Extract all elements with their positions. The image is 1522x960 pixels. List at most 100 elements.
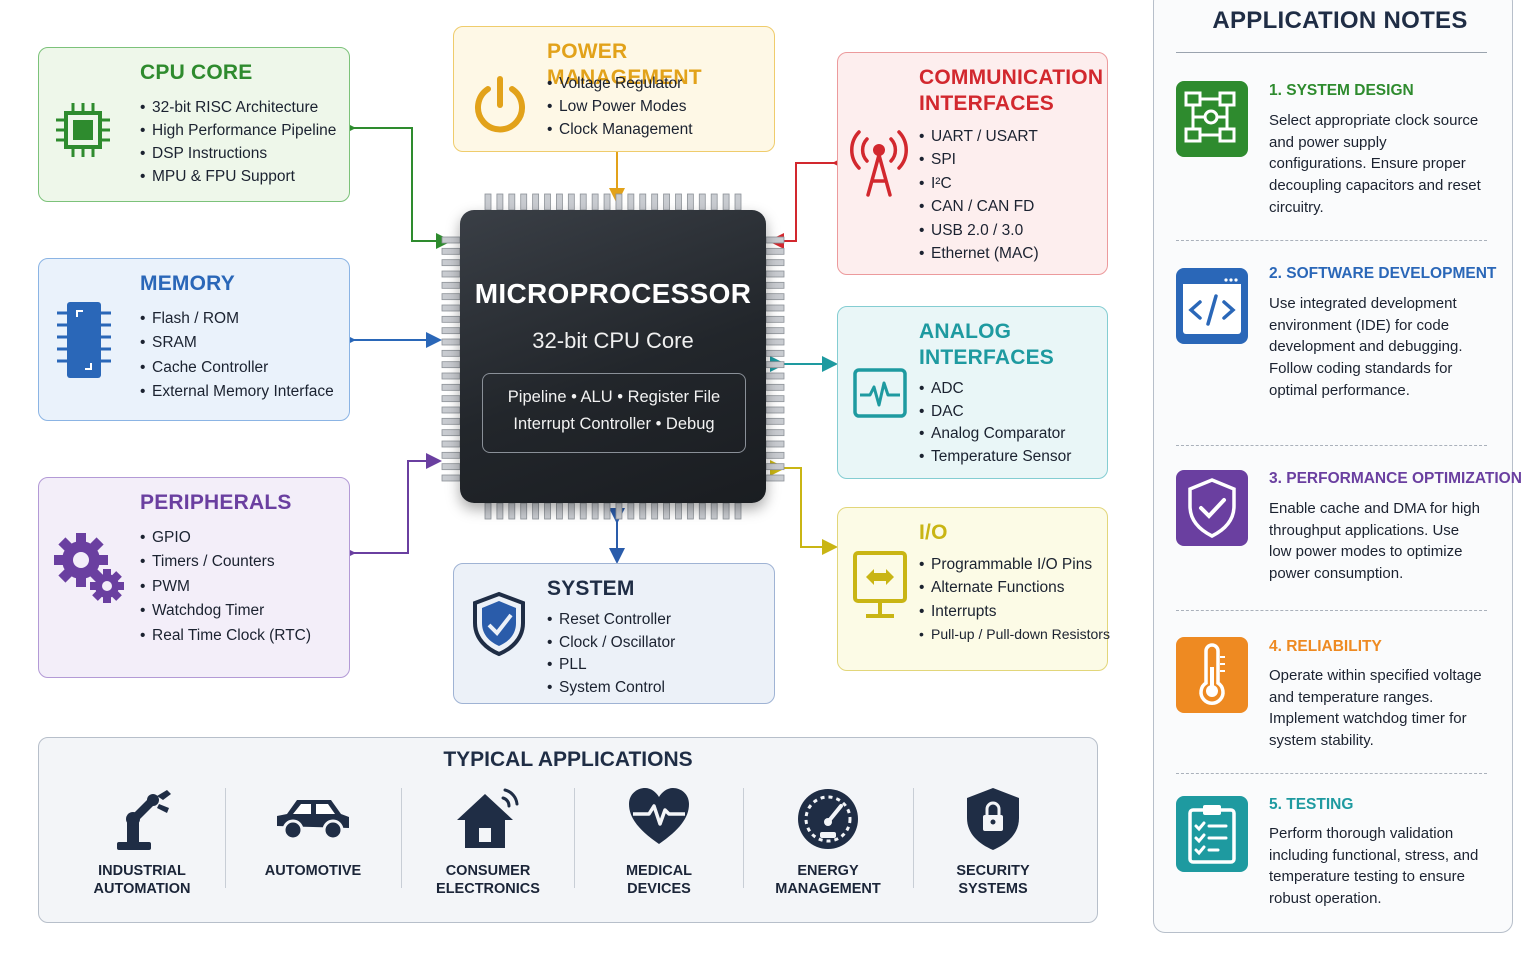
chip-pin	[441, 406, 461, 414]
list-item: Voltage Regulator	[547, 72, 693, 95]
power-management-list: Voltage Regulator Low Power Modes Clock …	[547, 72, 693, 141]
chip-pin	[484, 193, 492, 211]
chip-pin	[627, 193, 635, 211]
chip-pin	[441, 259, 461, 267]
chip-pin	[765, 383, 785, 391]
chip-pin	[484, 502, 492, 520]
chip-feature-box: Pipeline • ALU • Register File Interrupt…	[482, 373, 746, 453]
list-item: Alternate Functions	[919, 576, 1110, 600]
peripherals-title: PERIPHERALS	[140, 491, 292, 514]
io-title: I/O	[919, 521, 948, 544]
app-label-line1: ENERGY	[797, 863, 859, 879]
chip-pin	[532, 502, 540, 520]
app-label-line2: DEVICES	[627, 881, 691, 897]
system-block: SYSTEM Reset Controller Clock / Oscillat…	[453, 563, 775, 704]
list-item: DAC	[919, 401, 1071, 424]
chip-features-line2: Interrupt Controller • Debug	[513, 415, 715, 433]
list-item: Watchdog Timer	[140, 599, 311, 624]
chip-pin	[441, 440, 461, 448]
list-item: External Memory Interface	[140, 380, 334, 405]
chip-pin	[441, 372, 461, 380]
memory-title: MEMORY	[140, 272, 235, 295]
cpu-link	[340, 120, 452, 249]
list-item: Ethernet (MAC)	[919, 242, 1039, 266]
list-item: High Performance Pipeline	[140, 119, 336, 142]
list-item: 32-bit RISC Architecture	[140, 96, 336, 119]
chip-pin	[765, 429, 785, 437]
chip-pin	[765, 281, 785, 289]
clipboard-check-icon	[1176, 796, 1248, 872]
chip-pin	[579, 193, 587, 211]
gauge-icon	[798, 789, 858, 849]
chip-pin	[556, 502, 563, 520]
list-item: Analog Comparator	[919, 423, 1071, 446]
app-label-line1: INDUSTRIAL	[98, 863, 186, 879]
chip-pin	[441, 451, 461, 459]
note-text: Enable cache and DMA for high throughput…	[1269, 500, 1480, 583]
chip-pin	[765, 440, 785, 448]
chip-pin	[765, 474, 785, 482]
chip-pin	[765, 406, 785, 414]
peripherals-link	[340, 453, 442, 561]
chip-pin	[567, 502, 575, 520]
waveform-monitor-icon	[853, 368, 907, 418]
list-item: USB 2.0 / 3.0	[919, 219, 1039, 243]
applications-title: TYPICAL APPLICATIONS	[443, 748, 693, 771]
list-item: Temperature Sensor	[919, 446, 1071, 469]
cpu-core-block: CPU CORE 32-bit RISC Architecture High P…	[38, 47, 350, 202]
chip-pin	[441, 281, 461, 289]
gears-icon	[54, 533, 124, 603]
note-divider	[1176, 240, 1487, 241]
chip-pin	[556, 193, 563, 211]
cpu-core-list: 32-bit RISC Architecture High Performanc…	[140, 96, 336, 188]
io-list: Programmable I/O Pins Alternate Function…	[919, 553, 1110, 646]
list-item: Cache Controller	[140, 356, 334, 381]
chip-pin	[441, 383, 461, 391]
chip-pin	[765, 361, 785, 369]
chip-pin	[603, 193, 611, 211]
comm-link	[768, 155, 848, 249]
chip-pin	[441, 327, 461, 335]
chip-pin	[508, 193, 516, 211]
chip-pin	[722, 193, 730, 211]
divider	[574, 788, 575, 888]
chip-pin	[698, 502, 706, 520]
list-item: GPIO	[140, 526, 311, 551]
car-icon	[277, 800, 349, 841]
system-list: Reset Controller Clock / Oscillator PLL …	[547, 609, 675, 699]
note-heading: 2. SOFTWARE DEVELOPMENT	[1269, 265, 1497, 282]
antenna-icon	[850, 130, 908, 197]
chip-pin	[765, 327, 785, 335]
chip-pin	[603, 502, 611, 520]
power-management-block: POWER MANAGEMENT Voltage Regulator Low P…	[453, 26, 775, 152]
chip-pin	[441, 247, 461, 255]
chip-pin	[639, 193, 647, 211]
chip-pin	[441, 361, 461, 369]
list-item: Reset Controller	[547, 609, 675, 632]
communication-list: UART / USART SPI I²C CAN / CAN FD USB 2.…	[919, 125, 1039, 266]
divider	[225, 788, 226, 888]
list-item: Timers / Counters	[140, 550, 311, 575]
chip-pin	[675, 502, 682, 520]
io-link	[770, 460, 838, 555]
list-item: I²C	[919, 172, 1039, 196]
chip-pin	[765, 236, 785, 244]
chip-pin	[615, 193, 623, 211]
app-label-line2: SYSTEMS	[958, 881, 1028, 897]
list-item: PWM	[140, 575, 311, 600]
list-item: Clock Management	[547, 118, 693, 141]
chip-pin	[532, 193, 540, 211]
note-divider	[1176, 773, 1487, 774]
list-item: Pull-up / Pull-down Resistors	[919, 623, 1110, 647]
chip-pin	[722, 502, 730, 520]
chip-pin	[544, 193, 551, 211]
chip-pin	[496, 193, 504, 211]
chip-pin	[663, 193, 670, 211]
chip-pin	[765, 349, 785, 357]
chip-pin	[441, 304, 461, 312]
chip-pin	[441, 429, 461, 437]
list-item: MPU & FPU Support	[140, 165, 336, 188]
list-item: Clock / Oscillator	[547, 632, 675, 655]
